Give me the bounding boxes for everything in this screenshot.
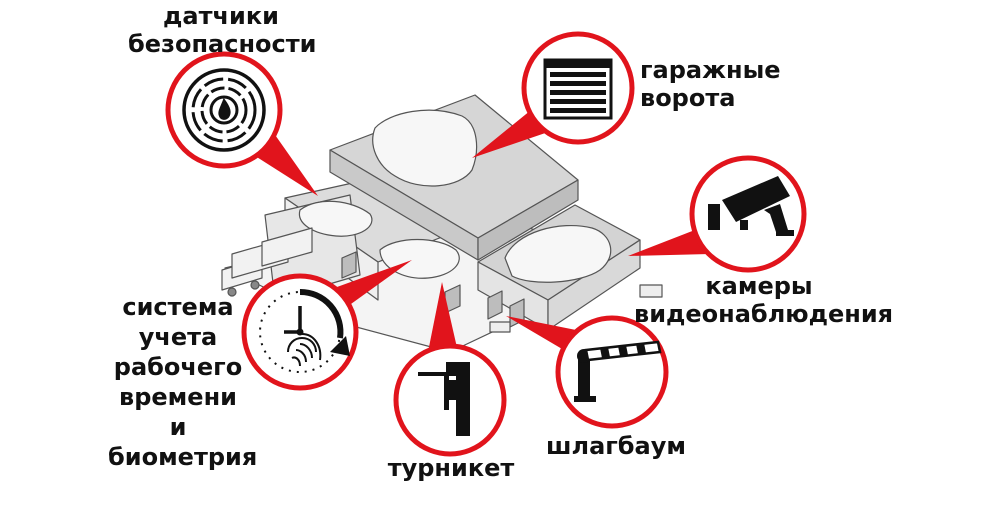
time-tracking-line-1: система xyxy=(122,293,234,321)
turnstile-callout xyxy=(393,343,507,457)
barrier-gate-icon xyxy=(574,340,662,402)
time-tracking-line-5: и xyxy=(169,413,187,441)
pointer-turnstile xyxy=(428,282,458,352)
turnstile-label: турникет xyxy=(387,454,515,482)
truck-illustration xyxy=(221,227,313,297)
time-tracking-line-2: учета xyxy=(138,323,218,351)
garage-doors-line-1: гаражные xyxy=(640,56,781,84)
fire-sensor-icon xyxy=(182,68,266,152)
cctv-callout xyxy=(689,155,807,273)
time-tracking-line-4: времени xyxy=(119,383,237,411)
time-tracking-line-3: рабочего xyxy=(113,353,243,381)
clock-fingerprint-icon xyxy=(259,288,350,373)
cctv-label: камеры видеонаблюдения xyxy=(634,272,894,328)
garage-door-icon xyxy=(543,58,613,120)
time-tracking-label: система учета рабочего времени и биометр… xyxy=(108,292,258,472)
garage-doors-label: гаражные ворота xyxy=(640,56,781,112)
barrier-callout xyxy=(555,315,669,429)
time-tracking-line-6: биометрия xyxy=(108,443,258,471)
barrier-label: шлагбаум xyxy=(546,432,687,460)
garage-doors-line-2: ворота xyxy=(640,84,736,112)
security-sensors-callout xyxy=(165,51,283,169)
security-sensors-line-1: датчики xyxy=(163,2,279,30)
pointer-cctv xyxy=(628,228,710,256)
security-sensors-label: датчики безопасности xyxy=(128,2,317,58)
cctv-line-2: видеонаблюдения xyxy=(634,300,894,328)
garage-doors-callout xyxy=(521,31,635,145)
time-tracking-callout xyxy=(241,273,359,391)
security-sensors-line-2: безопасности xyxy=(128,30,317,58)
turnstile-icon xyxy=(418,362,470,436)
cctv-line-1: камеры xyxy=(705,272,813,300)
security-camera-icon xyxy=(708,176,794,236)
